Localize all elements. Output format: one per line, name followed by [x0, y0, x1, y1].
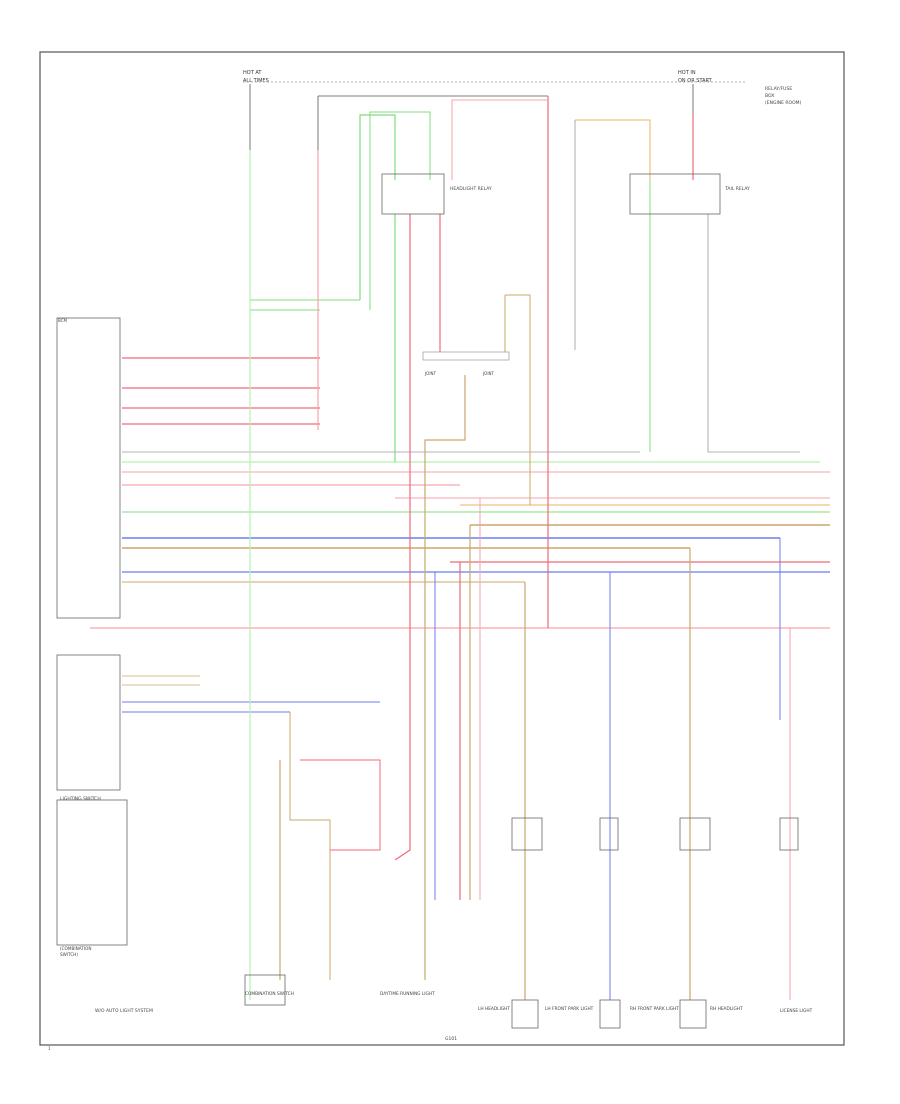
- hot-label-left: HOT AT: [243, 70, 262, 76]
- note-top-right: RELAY/FUSE: [765, 86, 792, 92]
- lh-headlight-label: LH HEADLIGHT: [478, 1006, 510, 1012]
- ground-label: G101: [445, 1036, 457, 1042]
- vertical-wire: [451, 99, 548, 180]
- vertical-wire: [394, 214, 411, 861]
- vertical-wire: [369, 111, 431, 310]
- headlamp-relay-box: [381, 173, 445, 215]
- turn-lamp-box-1: [599, 817, 619, 851]
- body-ecm-label: BCM: [58, 318, 67, 323]
- lamp-components: [244, 817, 799, 1029]
- turn-lamp-box-2: [779, 817, 799, 851]
- light-switch-sub2: SWITCH): [60, 952, 78, 957]
- lh-front-turn-box: [599, 999, 621, 1029]
- tail-relay-label: TAIL RELAY: [724, 186, 750, 192]
- rh-front-turn-label: RH FRONT PARK LIGHT: [630, 1006, 679, 1012]
- light-switch-box: [56, 799, 128, 946]
- vertical-wire: [289, 712, 331, 980]
- diagram-frame: [39, 51, 845, 1046]
- body-ecm-box: [56, 317, 121, 619]
- hot-label-right-2: ON OR START: [678, 78, 713, 84]
- rh-headlight-box: [679, 999, 707, 1029]
- note-top-right-2: BOX: [765, 93, 774, 99]
- rh-headlight-label: RH HEADLIGHT: [710, 1006, 743, 1012]
- light-switch-sub: (COMBINATION: [60, 946, 91, 951]
- vertical-wire: [359, 114, 396, 300]
- hot-label-right: HOT IN: [678, 70, 696, 76]
- note-top-right-3: (ENGINE ROOM): [765, 100, 802, 106]
- tail-relay-box: [629, 173, 721, 215]
- connector-label-2: JOINT: [482, 371, 495, 376]
- connector-box-mid: [422, 351, 510, 361]
- vertical-wires: [249, 96, 800, 1000]
- vertical-wire: [575, 119, 651, 452]
- lh-front-turn-label: LH FRONT PARK LIGHT: [545, 1006, 594, 1012]
- connector-label-1: JOINT: [424, 371, 437, 376]
- vertical-wire: [424, 375, 466, 980]
- vertical-wire: [707, 214, 800, 453]
- license-label: LICENSE LIGHT: [780, 1008, 813, 1014]
- vertical-wire: [505, 294, 531, 505]
- light-switch-label: LIGHTING SWITCH: [60, 796, 101, 802]
- lh-headlight-box: [511, 999, 539, 1029]
- lh-hi-beam-box: [511, 817, 543, 851]
- fuse-stubs: [249, 84, 694, 150]
- daytime-running-label: DAYTIME RUNNING LIGHT: [380, 991, 435, 997]
- combination-switch-box: [56, 654, 121, 791]
- page-number-label: 1: [48, 1046, 51, 1051]
- hot-label-left-2: ALL TIMES: [243, 78, 269, 84]
- headlamp-relay-label: HEADLIGHT RELAY: [450, 186, 492, 192]
- footnote-label: W/O AUTO LIGHT SYSTEM: [95, 1008, 153, 1014]
- combination-switch-ground-box: [244, 974, 286, 1006]
- rh-hi-beam-box: [679, 817, 711, 851]
- combination-switch-label: COMBINATION SWITCH: [245, 991, 294, 997]
- vertical-wire: [300, 759, 381, 851]
